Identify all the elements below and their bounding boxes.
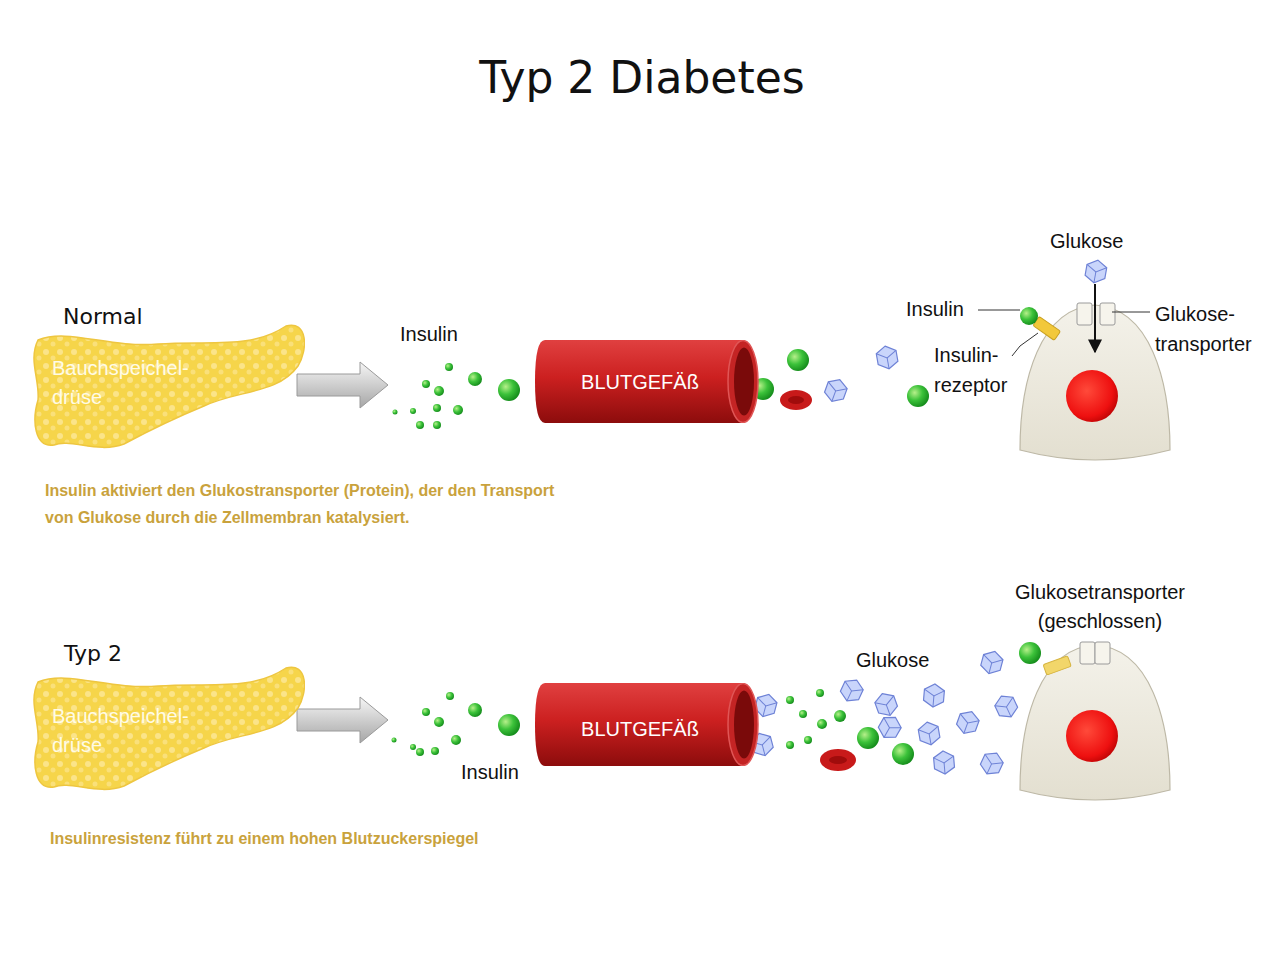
glucose-transporter [1100,303,1115,325]
glucose-cube [875,344,899,370]
insulin-dot [799,710,807,718]
insulin-dot [392,738,397,743]
insulin-dot [416,748,424,756]
leader-line [1112,312,1150,313]
row-heading: Typ 2 [64,640,184,668]
part-label: Glukose [856,648,956,672]
glucose-cube [873,690,900,718]
insulin-dot [422,380,430,388]
insulin-dot [787,349,809,371]
insulin-dot [1019,642,1041,664]
blood-vessel: BLUTGEFÄß [535,683,760,766]
glucose-cube [875,712,904,742]
insulin-dot [468,372,482,386]
note-text: Insulinresistenz führt zu einem hohen Bl… [50,827,670,851]
insulin-dot [434,386,444,396]
part-label: Glukosetransporter (geschlossen) [1000,578,1200,636]
title: Typ 2 Diabetes [0,52,1284,103]
insulin-receptor [1043,656,1071,675]
pancreas: Bauchspeichel- drüse [28,662,305,792]
insulin-dot [393,410,398,415]
blood-vessel: BLUTGEFÄß [535,340,760,423]
part-label: Insulin [906,297,986,321]
vessel-opening [728,684,758,766]
node-label: Bauchspeichel- drüse [52,354,212,412]
node-label: BLUTGEFÄß [535,370,745,394]
glucose-cube [979,649,1004,676]
body-cell [1020,645,1170,800]
flow-arrow [297,697,388,743]
insulin-dot [410,408,416,414]
insulin-dot [892,743,914,765]
insulin-dot [434,717,444,727]
glucose-cube [917,720,941,746]
row-heading: Normal [63,303,183,331]
insulin-dot [410,744,416,750]
vessel-opening [728,341,758,423]
glucose-cube [954,708,981,736]
insulin-dot [498,714,520,736]
glucose-cube [923,683,945,708]
insulin-dot [416,421,424,429]
leader-line [978,310,1020,311]
insulin-dot [817,719,827,729]
glucose-cube [978,749,1006,778]
red-blood-cell-center [788,396,804,404]
insulin-dot [451,735,461,745]
insulin-dot [433,404,441,412]
insulin-dot [422,708,430,716]
glucose-transporter [1077,303,1092,325]
insulin-dot [786,741,794,749]
insulin-dot [446,692,454,700]
glucose-cube [1084,258,1108,284]
insulin-dot [804,736,812,744]
insulin-dot [1020,307,1038,325]
pancreas-outline [34,325,304,447]
insulin-receptor [1033,316,1061,340]
node-label: BLUTGEFÄß [535,717,745,741]
glucose-cube [933,750,955,775]
insulin-dot [786,696,794,704]
insulin-dot [445,363,453,371]
red-blood-cell [820,749,856,771]
insulin-dot [468,703,482,717]
cell-nucleus [1066,370,1118,422]
pancreas-shape [28,320,305,450]
cell-nucleus [1066,710,1118,762]
glucose-transporter-closed [1095,642,1110,664]
insulin-dot [431,747,439,755]
pancreas: Bauchspeichel- drüse [28,320,305,450]
part-label: Insulin [400,322,490,346]
vessel-lumen [734,348,754,416]
part-label: Glukose- transporter [1155,299,1273,359]
insulin-dot [433,421,441,429]
red-blood-cell [780,390,812,410]
leader-line [1012,333,1038,356]
glucose-path-arrow [1094,284,1096,352]
note-text: Insulin aktiviert den Glukostransporter … [45,477,565,531]
insulin-dot [498,379,520,401]
glucose-cube [822,376,849,404]
glucose-transporter-closed [1080,642,1095,664]
insulin-dot [816,689,824,697]
part-label: Insulin- rezeptor [934,340,1018,400]
pancreas-outline [34,667,304,789]
insulin-dot [857,727,879,749]
vessel-lumen [734,691,754,759]
insulin-dot [834,710,846,722]
glucose-cube [838,676,866,705]
part-label: Insulin [461,760,551,784]
glucose-cube [992,692,1020,721]
red-blood-cell-center [829,756,847,764]
insulin-dot [453,405,463,415]
part-label: Glukose [1050,229,1150,253]
flow-arrow [297,362,388,408]
node-label: Bauchspeichel- drüse [52,702,212,760]
insulin-dot [907,385,929,407]
